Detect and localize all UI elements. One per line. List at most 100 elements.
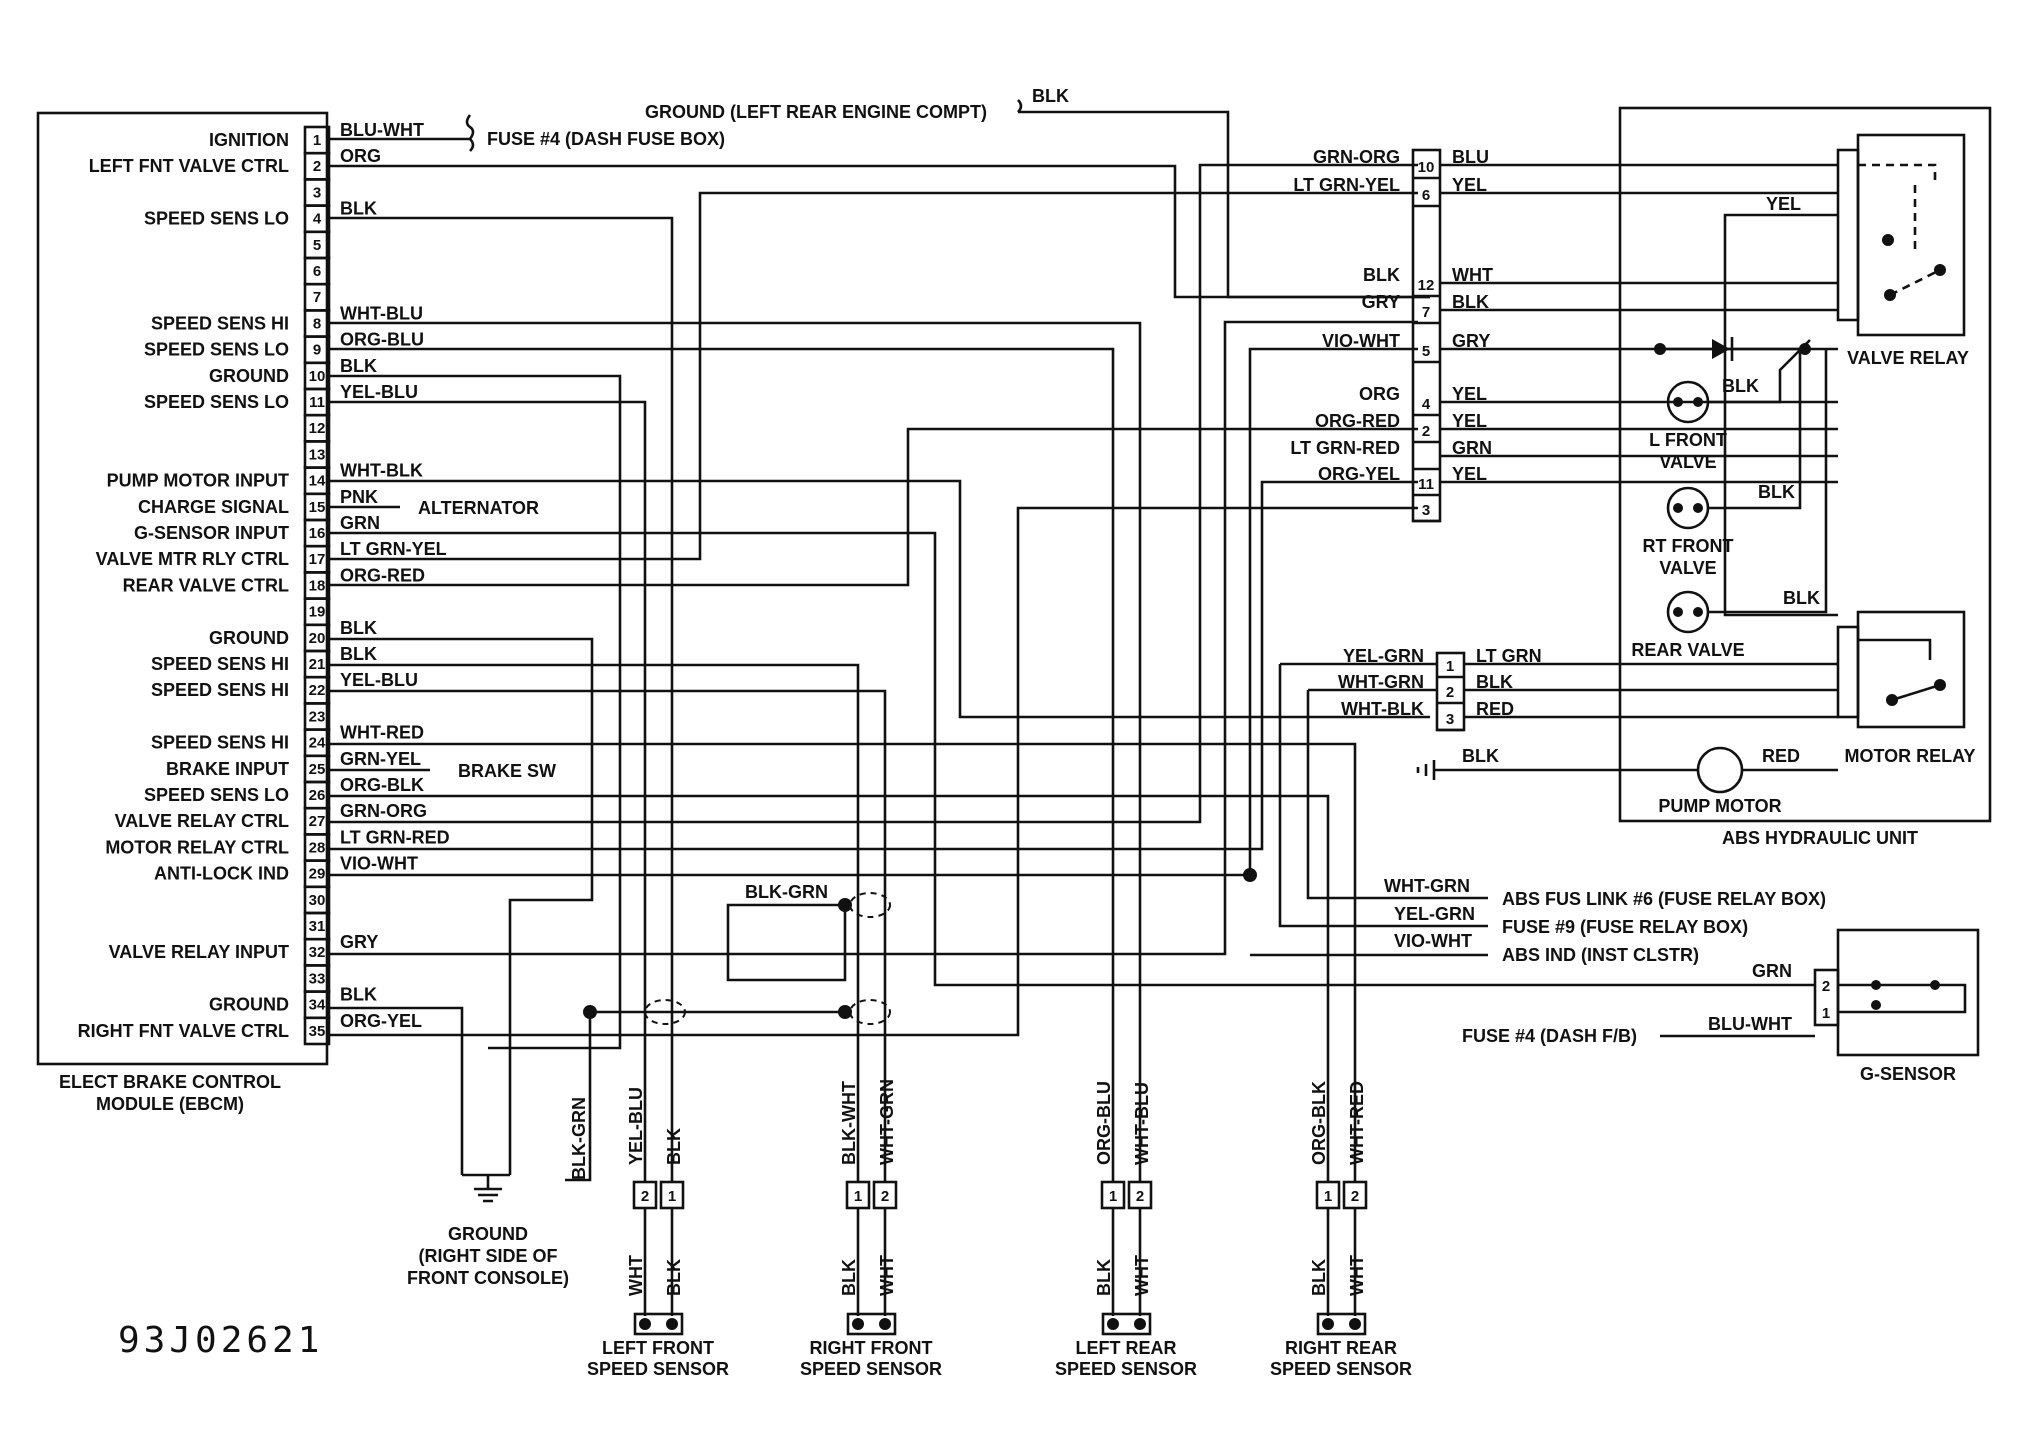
- wire-junction: [1799, 343, 1811, 355]
- connector-a-left-wire: ORG-YEL: [1318, 464, 1400, 484]
- sensor-upper-wire: BLK-WHT: [839, 1081, 859, 1165]
- ebcm-pin-wire: YEL-BLU: [340, 670, 418, 690]
- sensor-contact: [1871, 1000, 1881, 1010]
- diode-icon: [1712, 339, 1730, 359]
- ebcm-pin-wire: GRN-YEL: [340, 749, 421, 769]
- wire: [329, 347, 1418, 877]
- connector-b-pin: 3: [1446, 711, 1454, 728]
- l-front-valve-label: L FRONT: [1649, 430, 1727, 450]
- wire: [329, 794, 1330, 1182]
- connector-a-right-wire: YEL: [1452, 175, 1487, 195]
- g-sensor-terminals: [1813, 968, 1840, 1027]
- pump-motor-icon: [1696, 746, 1744, 794]
- sensor-lower-wire: WHT: [1132, 1255, 1152, 1296]
- wire: [329, 191, 1418, 561]
- diagram-code: 93J02621: [118, 1320, 323, 1361]
- ground-console-label: (RIGHT SIDE OF: [419, 1246, 558, 1266]
- ebcm-pin-wire: ORG-RED: [340, 565, 425, 585]
- sensor-lower-wire: BLK: [1309, 1259, 1329, 1296]
- ebcm-pin-label: SPEED SENS HI: [151, 733, 289, 753]
- ebcm-pin-number: 26: [309, 787, 326, 804]
- g-sensor-pin: 1: [1822, 1005, 1830, 1022]
- relay-contact: [1882, 234, 1894, 246]
- ebcm-pin-wire: BLU-WHT: [340, 120, 424, 140]
- sensor-lower-wire: WHT: [877, 1255, 897, 1296]
- rt-front-valve-label: VALVE: [1659, 558, 1716, 578]
- wire: [329, 374, 622, 1050]
- sensor-terminal: [666, 1318, 678, 1330]
- wire: [1278, 664, 1488, 928]
- g-sensor-pin: 2: [1822, 978, 1830, 995]
- sensor-name: SPEED SENSOR: [1270, 1359, 1412, 1379]
- ebcm-pin-number: 2: [313, 158, 321, 175]
- sensor-upper-wire: BLK: [664, 1128, 684, 1165]
- shield-wire-label: BLK-GRN: [569, 1097, 589, 1180]
- connector-b-left-wire: WHT-BLK: [1341, 699, 1424, 719]
- brake-sw-label: BRAKE SW: [458, 761, 556, 781]
- wire: [1306, 690, 1488, 900]
- connector-a-right-wire: BLU: [1452, 147, 1489, 167]
- power-feeds: WHT-GRN YEL-GRN VIO-WHT ABS FUS LINK #6 …: [1250, 664, 1826, 965]
- sensor-terminal: [1322, 1318, 1334, 1330]
- wire: [329, 1006, 464, 1175]
- ebcm-pin-label: SPEED SENS LO: [144, 209, 289, 229]
- ebcm-pin-wire: WHT-RED: [340, 723, 424, 743]
- wire: [1838, 983, 1967, 1014]
- wire: [329, 400, 647, 1182]
- ground-console-label: GROUND: [448, 1224, 528, 1244]
- g-sensor-body: [1836, 928, 1980, 1057]
- ebcm-pin-wire: WHT-BLK: [340, 461, 423, 481]
- ebcm-pin-wire: GRY: [340, 932, 378, 952]
- ebcm-pin-number: 14: [309, 473, 326, 490]
- abs-hydraulic-unit: ABS HYDRAULIC UNIT VALVE RELAY YEL L FRO…: [1416, 106, 1992, 848]
- ebcm-pin-wire: ORG: [340, 146, 381, 166]
- ebcm-pin-number: 16: [309, 525, 326, 542]
- sensor-terminal: [1134, 1318, 1146, 1330]
- connector-a-left-wire: BLK: [1363, 265, 1400, 285]
- connector-b-left-wire: WHT-GRN: [1338, 672, 1424, 692]
- ebcm-pin-wire: GRN: [340, 513, 380, 533]
- wire-junction: [838, 1005, 852, 1019]
- ebcm-pin-number: 30: [309, 892, 326, 909]
- ebcm-pin-number: 11: [309, 394, 325, 411]
- alternator-label: ALTERNATOR: [418, 498, 539, 518]
- wire: [1708, 350, 1828, 614]
- wire: [329, 637, 594, 1175]
- wire: [329, 479, 1430, 719]
- connector-a-right-wire: YEL: [1452, 464, 1487, 484]
- ebcm-pin-label: SPEED SENS HI: [151, 313, 289, 333]
- valve-wire-label: BLK: [1722, 376, 1759, 396]
- ebcm-pin-label: IGNITION: [209, 130, 289, 150]
- sensor-upper-wire: WHT-BLU: [1132, 1082, 1152, 1165]
- g-sensor-wire: GRN: [1752, 961, 1792, 981]
- shield-wire: BLK-GRN BLK-GRN: [565, 882, 891, 1182]
- sensor-pin-number: 2: [881, 1188, 889, 1205]
- relay-switch: [1858, 638, 1941, 702]
- power-wire-label: WHT-GRN: [1384, 876, 1470, 896]
- ebcm-label: ELECT BRAKE CONTROL: [59, 1072, 281, 1092]
- sensor-pin-number: 1: [1109, 1188, 1117, 1205]
- connector-a-left-wire: LT GRN-YEL: [1293, 175, 1400, 195]
- motor-relay-label: MOTOR RELAY: [1844, 746, 1975, 766]
- wire: [329, 506, 1418, 1037]
- ebcm-pin-number: 19: [309, 604, 326, 621]
- valve-wire-label: BLK: [1783, 588, 1820, 608]
- connector-a-pin: 4: [1422, 396, 1431, 413]
- sensor-upper-wire: YEL-BLU: [626, 1087, 646, 1165]
- ebcm-pin-label: PUMP MOTOR INPUT: [107, 471, 289, 491]
- wire: [329, 689, 887, 1182]
- ground-symbol: [462, 1173, 510, 1203]
- ebcm-pin-cell: [303, 1016, 331, 1046]
- wire: [1017, 99, 1430, 299]
- rear-valve-label: REAR VALVE: [1631, 640, 1744, 660]
- ebcm-pin-number: 4: [313, 211, 322, 228]
- sensor-lower-wire: WHT: [626, 1255, 646, 1296]
- ebcm-pin-number: 8: [313, 315, 321, 332]
- ebcm-pin-wire: BLK: [340, 199, 377, 219]
- ebcm-pin-label: SPEED SENS LO: [144, 392, 289, 412]
- ebcm-pin-wire: VIO-WHT: [340, 854, 418, 874]
- wire: [329, 480, 1418, 851]
- fuse4-dash-label: FUSE #4 (DASH FUSE BOX): [487, 129, 725, 149]
